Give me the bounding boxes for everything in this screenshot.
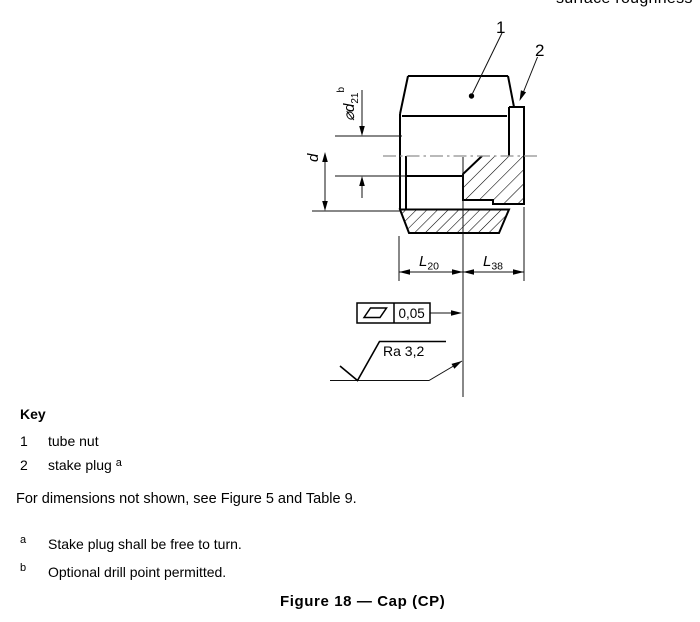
dim-L38-label: L38 <box>483 253 503 273</box>
key-title: Key <box>20 406 46 422</box>
key-item-1: 1 tube nut <box>20 433 99 449</box>
dim-L20-label: L20 <box>419 253 439 273</box>
tolerance-frame: 0,05 <box>356 302 431 324</box>
clipped-header-text: surface roughness <box>556 0 700 8</box>
tolerance-value: 0,05 <box>399 306 425 321</box>
callout-1-dot <box>468 93 475 99</box>
key-item-number: 2 <box>20 457 28 473</box>
footnote-a: a Stake plug shall be free to turn. <box>20 534 242 552</box>
dim-bore-diameter-label: ⌀d21b <box>336 87 361 122</box>
stake-plug-section-hatch <box>462 155 525 205</box>
roughness-value: Ra 3,2 <box>383 343 424 359</box>
callout-2-label: 2 <box>535 41 544 60</box>
technical-drawing-cap: 1 2 ⌀d21b d L20 L38 0,05 Ra 3,2 <box>305 18 544 397</box>
key-item-2: 2 stake plug a <box>20 457 122 473</box>
key-item-number: 1 <box>20 433 28 449</box>
footnote-marker: b <box>20 562 27 574</box>
footnote-text: Stake plug shall be free to turn. <box>48 536 242 552</box>
footnote-marker: a <box>20 534 27 546</box>
callout-1-label: 1 <box>496 18 505 37</box>
key-item-label: stake plug <box>48 457 112 473</box>
tube-nut-outline <box>399 75 515 210</box>
dim-tube-diameter-label: d <box>305 153 322 162</box>
tube-nut-section-hatch <box>398 208 511 234</box>
surface-roughness-symbol: Ra 3,2 <box>330 340 463 382</box>
arrowheads <box>322 90 527 369</box>
key-item-label: tube nut <box>48 433 99 449</box>
footnote-ref-a: a <box>115 457 122 469</box>
figure-caption: Figure 18 — Cap (CP) <box>280 593 446 610</box>
footnote-text: Optional drill point permitted. <box>48 564 227 580</box>
roughness-check-icon <box>339 340 446 382</box>
footnote-b: b Optional drill point permitted. <box>20 562 226 580</box>
bore-lines <box>405 156 463 210</box>
parallelism-parallelogram-icon <box>362 307 388 319</box>
dimension-note: For dimensions not shown, see Figure 5 a… <box>16 491 357 507</box>
